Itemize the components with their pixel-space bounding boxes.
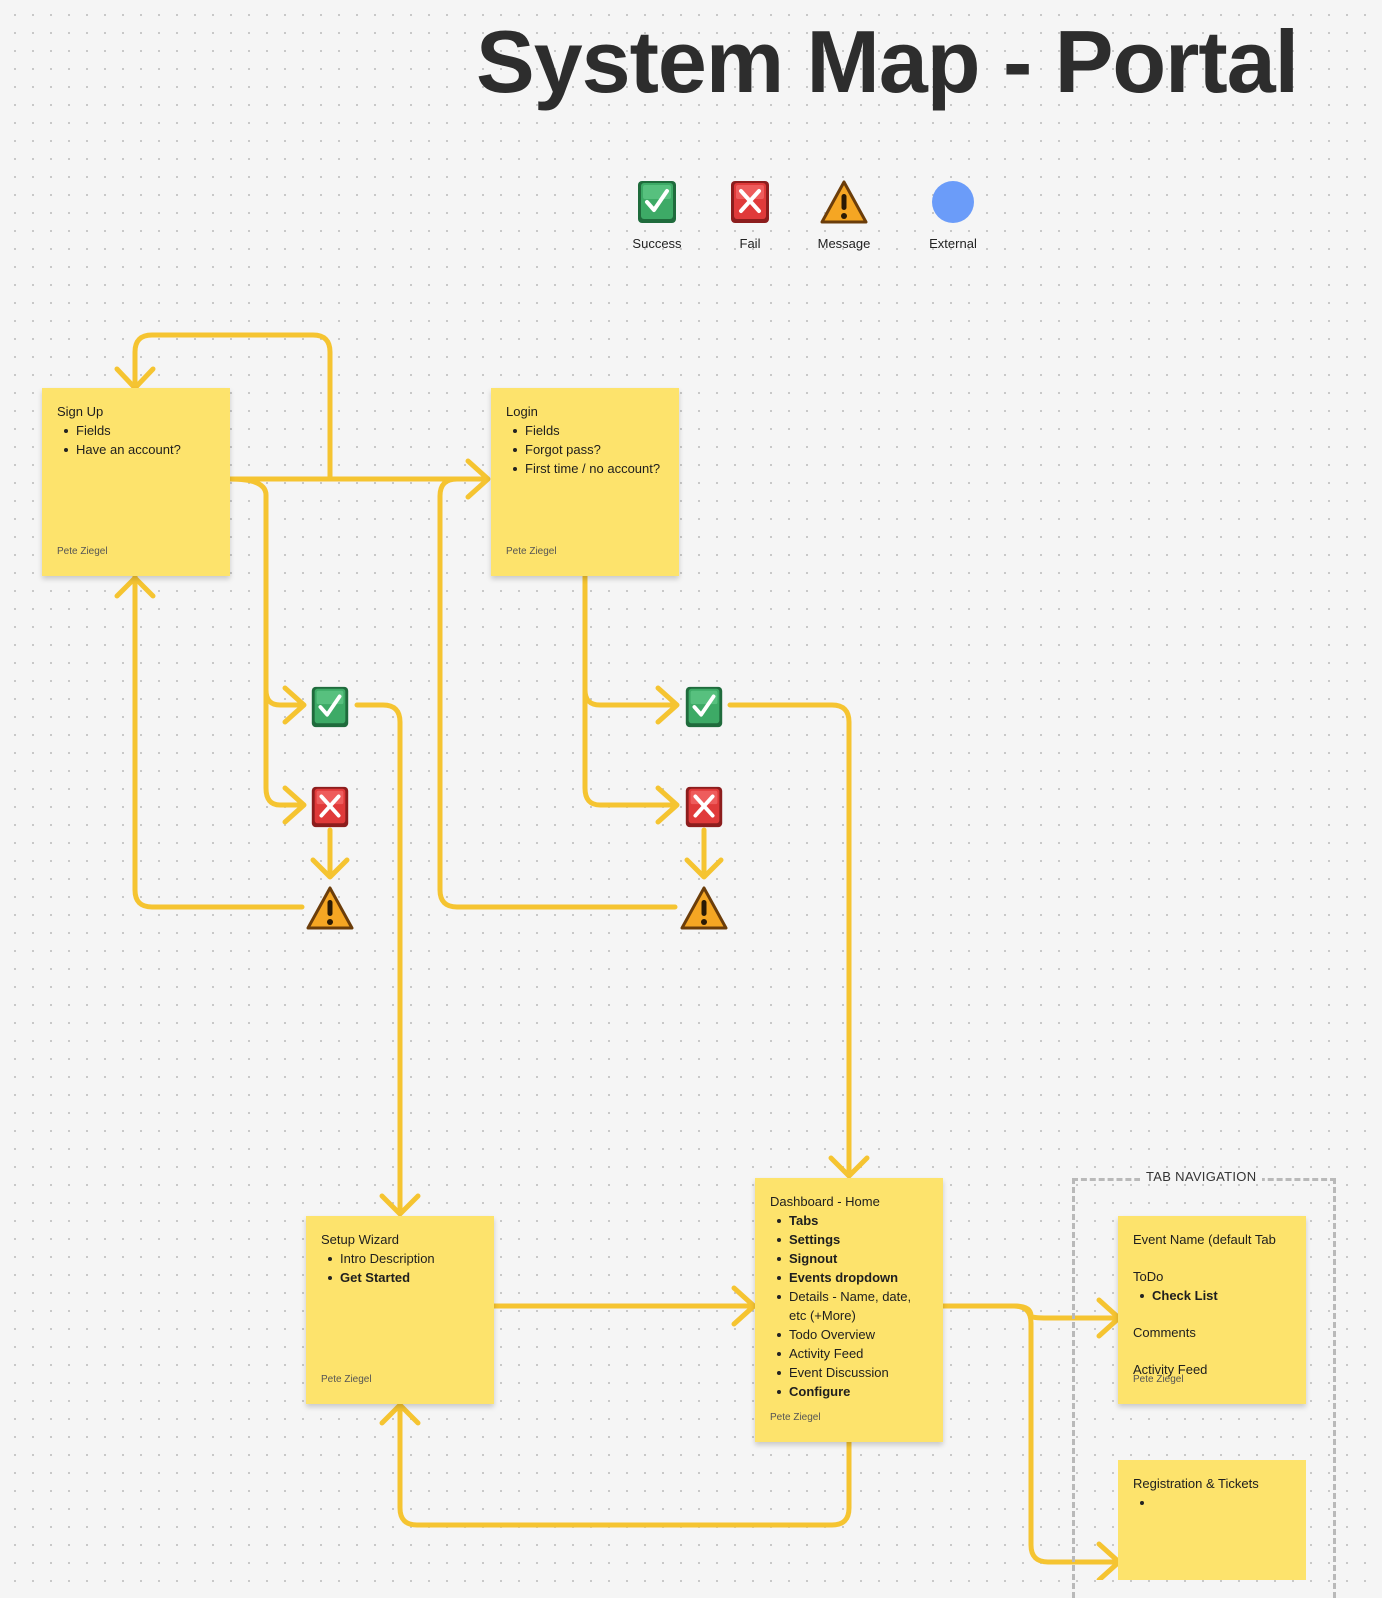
- legend-external: External: [908, 178, 998, 251]
- sticky-heading: Login: [506, 404, 538, 419]
- list-item: Fields: [64, 421, 215, 440]
- arrowhead: [379, 1193, 421, 1217]
- sticky-heading: Registration & Tickets: [1133, 1476, 1259, 1491]
- arrowhead: [731, 1285, 757, 1327]
- sticky-author: Pete Ziegel: [57, 546, 108, 557]
- list-item: Event Discussion: [777, 1363, 928, 1382]
- list-item: Activity Feed: [777, 1344, 928, 1363]
- arrowhead: [465, 458, 491, 500]
- list-item: [1140, 1493, 1291, 1512]
- edge-message-login: [437, 476, 678, 910]
- group-label: TAB NAVIGATION: [1140, 1169, 1263, 1184]
- sticky-section: Activity Feed: [1133, 1362, 1208, 1377]
- legend-message: Message: [799, 178, 889, 251]
- arrowhead: [310, 857, 350, 880]
- list-item: Fields: [513, 421, 664, 440]
- sticky-author: Pete Ziegel: [1133, 1374, 1184, 1385]
- sticky-heading: Sign Up: [57, 404, 104, 419]
- sticky-author: Pete Ziegel: [321, 1374, 372, 1385]
- list-item: Check List: [1140, 1286, 1291, 1305]
- fail-icon: [731, 181, 769, 223]
- arrowhead: [655, 785, 680, 825]
- list-item: First time / no account?: [513, 459, 664, 478]
- sticky-heading: Dashboard - Home: [770, 1194, 880, 1209]
- list-item: Settings: [777, 1230, 928, 1249]
- list-item: Tabs: [777, 1211, 928, 1230]
- legend-label: Fail: [739, 236, 761, 251]
- edge-signup-success: [227, 476, 305, 708]
- arrowhead: [282, 685, 307, 725]
- list-item: Details - Name, date, etc (+More): [777, 1287, 928, 1325]
- edge-message-signup: [132, 573, 305, 910]
- edge-login-success: [582, 573, 678, 708]
- legend-success: Success: [612, 178, 702, 251]
- arrowhead: [684, 857, 724, 880]
- list-item: Events dropdown: [777, 1268, 928, 1287]
- message-icon: [820, 180, 868, 224]
- list-item: Have an account?: [64, 440, 215, 459]
- arrowhead: [114, 575, 156, 599]
- legend-fail: Fail: [705, 178, 795, 251]
- message-icon: [680, 886, 728, 930]
- sticky-setup-wizard[interactable]: Setup Wizard Intro Description Get Start…: [306, 1216, 494, 1404]
- edge-dashboard-registration: [1011, 1303, 1120, 1565]
- success-icon: [685, 686, 723, 728]
- page-title: System Map - Portal: [476, 12, 1299, 111]
- list-item: Configure: [777, 1382, 928, 1401]
- arrowhead: [282, 785, 307, 825]
- external-icon: [932, 181, 974, 223]
- success-icon: [311, 686, 349, 728]
- list-item: Signout: [777, 1249, 928, 1268]
- edge-login-signup: [132, 332, 333, 482]
- fail-icon: [311, 786, 349, 828]
- sticky-event-tab[interactable]: Event Name (default Tab ToDo Check List …: [1118, 1216, 1306, 1404]
- list-item: Intro Description: [328, 1249, 479, 1268]
- sticky-author: Pete Ziegel: [770, 1412, 821, 1423]
- edge-login-fail: [582, 687, 678, 808]
- sticky-registration-tickets[interactable]: Registration & Tickets: [1118, 1460, 1306, 1580]
- list-item: Get Started: [328, 1268, 479, 1287]
- edge-signup-fail: [263, 687, 305, 808]
- legend-label: Message: [817, 236, 871, 251]
- sticky-dashboard-home[interactable]: Dashboard - Home Tabs Settings Signout E…: [755, 1178, 943, 1442]
- sticky-list: Intro Description Get Started: [321, 1249, 479, 1287]
- sticky-list: [1133, 1493, 1291, 1512]
- sticky-section: ToDo: [1133, 1269, 1164, 1284]
- fail-icon: [685, 786, 723, 828]
- edge-signup-success-setup: [354, 702, 403, 1215]
- sticky-section: Event Name (default Tab: [1133, 1232, 1276, 1247]
- message-icon: [306, 886, 354, 930]
- sticky-section: Comments: [1133, 1325, 1196, 1340]
- legend-label: Success: [632, 236, 682, 251]
- edge-login-success-dashboard: [727, 702, 852, 1177]
- sticky-list: Tabs Settings Signout Events dropdown De…: [770, 1211, 928, 1401]
- sticky-list: Fields Forgot pass? First time / no acco…: [506, 421, 664, 478]
- sticky-login[interactable]: Login Fields Forgot pass? First time / n…: [491, 388, 679, 576]
- legend-label: External: [929, 236, 977, 251]
- sticky-list: Check List: [1133, 1286, 1291, 1305]
- sticky-author: Pete Ziegel: [506, 546, 557, 557]
- sticky-heading: Setup Wizard: [321, 1232, 400, 1247]
- arrowhead: [828, 1155, 870, 1179]
- list-item: Forgot pass?: [513, 440, 664, 459]
- edge-dashboard-setup: [397, 1402, 852, 1528]
- list-item: Todo Overview: [777, 1325, 928, 1344]
- sticky-sign-up[interactable]: Sign Up Fields Have an account? Pete Zie…: [42, 388, 230, 576]
- arrowhead: [379, 1402, 421, 1426]
- success-icon: [638, 181, 676, 223]
- sticky-list: Fields Have an account?: [57, 421, 215, 459]
- arrowhead: [655, 685, 680, 725]
